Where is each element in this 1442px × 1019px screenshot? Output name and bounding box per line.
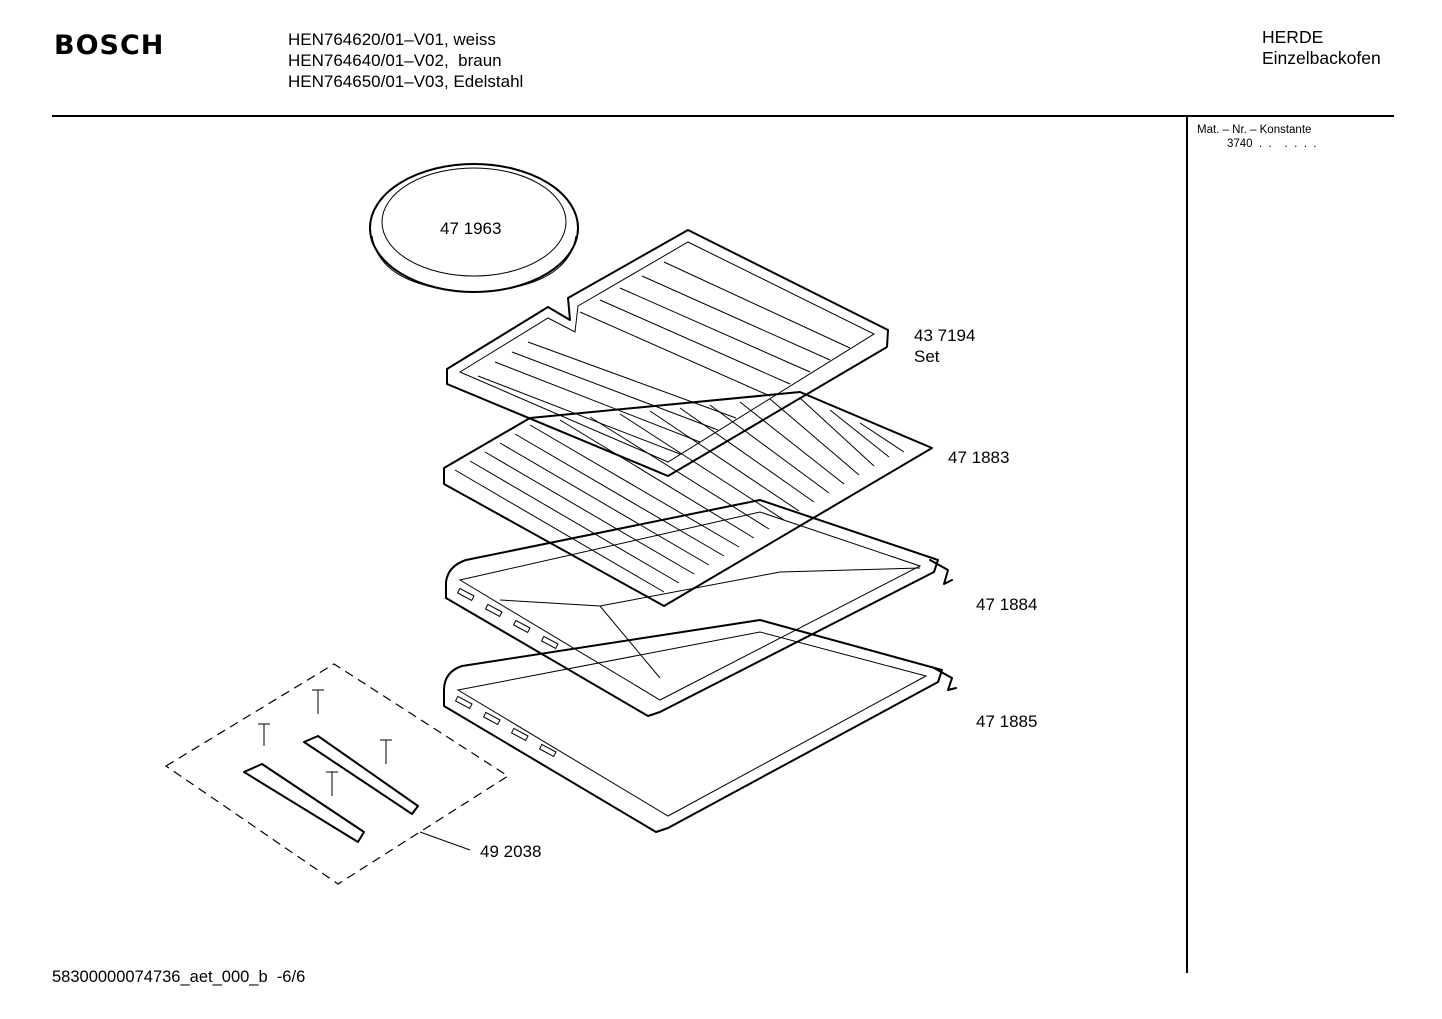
deep-tray-illustration	[443, 619, 957, 833]
mat-number-value: 3740 . . . . . .	[1227, 138, 1317, 150]
wire-rack-illustration	[443, 391, 933, 607]
part-number-pan: 47 1963	[440, 219, 502, 238]
model-list: HEN764620/01–V01, weiss HEN764640/01–V02…	[288, 29, 523, 92]
tray-set-illustration	[446, 229, 889, 477]
rail-kit-illustration	[164, 663, 510, 885]
header-divider	[52, 115, 1394, 117]
mat-number-label: Mat. – Nr. – Konstante	[1197, 124, 1312, 136]
model-line: HEN764620/01–V01, weiss	[288, 30, 496, 49]
round-pan-illustration	[369, 163, 579, 293]
side-divider	[1186, 116, 1188, 973]
part-number-wire-rack: 47 1883	[948, 448, 1010, 467]
category-subtitle: Einzelbackofen	[1262, 48, 1381, 68]
model-line: HEN764640/01–V02, braun	[288, 51, 502, 70]
part-number-deep-tray: 47 1885	[976, 712, 1038, 731]
part-number-baking-tray: 47 1884	[976, 595, 1038, 614]
part-note-tray-set: Set	[914, 347, 940, 366]
baking-tray-illustration	[445, 499, 953, 717]
category-block: HERDE Einzelbackofen	[1262, 27, 1381, 69]
document-id: 58300000074736_aet_000_b -6/6	[52, 968, 306, 986]
part-number-tray-set: 43 7194	[914, 326, 976, 345]
category-title: HERDE	[1262, 27, 1324, 47]
brand-logo: BOSCH	[54, 30, 165, 61]
model-line: HEN764650/01–V03, Edelstahl	[288, 72, 524, 91]
part-number-rail-kit: 49 2038	[480, 842, 542, 861]
exploded-parts-drawing	[164, 163, 957, 885]
